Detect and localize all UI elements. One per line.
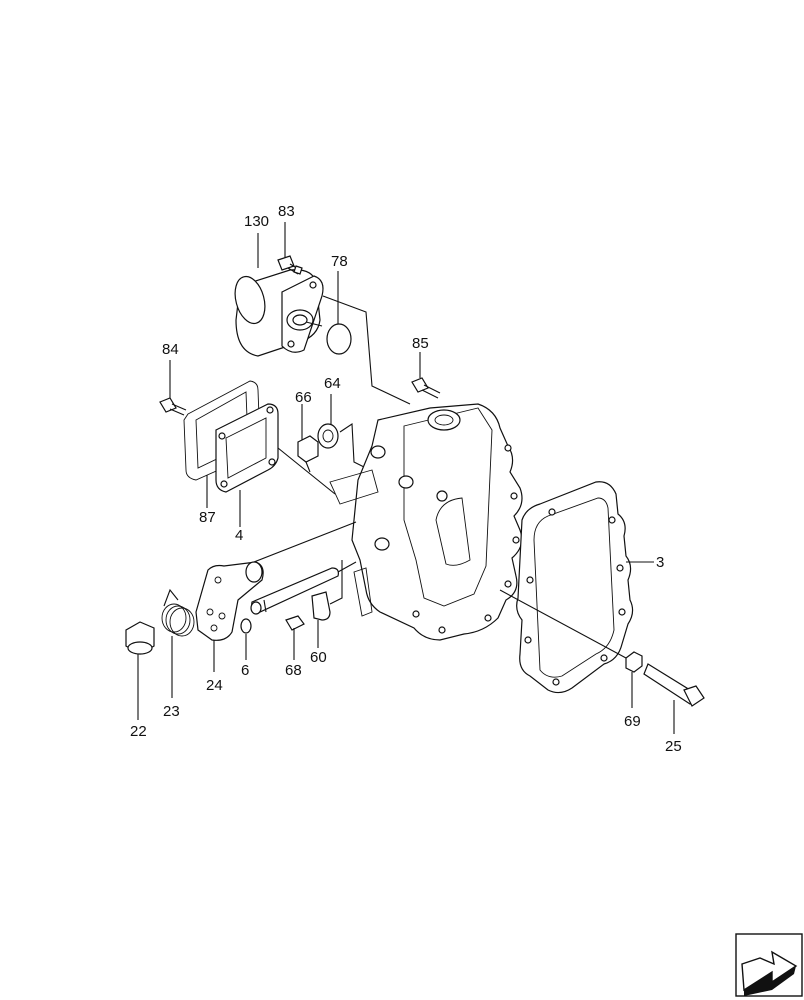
- bolt-84-part: [159, 397, 187, 416]
- shaft-part: [250, 567, 339, 615]
- label-85: 85: [412, 335, 429, 352]
- label-78: 78: [331, 253, 348, 270]
- label-60: 60: [310, 649, 327, 666]
- next-page-button[interactable]: [735, 933, 803, 997]
- label-84: 84: [162, 341, 179, 358]
- label-22: 22: [130, 723, 147, 740]
- lever-24-part: [195, 561, 264, 641]
- plug-22-part: [125, 621, 155, 655]
- next-page-arrow-icon: [741, 950, 798, 996]
- nut-69-part: [625, 651, 643, 673]
- o-ring-6-part: [240, 618, 252, 634]
- main-housing-part: [329, 403, 523, 641]
- bolt-85-part: [411, 377, 441, 399]
- label-64: 64: [324, 375, 341, 392]
- bolt-25-part: [643, 663, 705, 707]
- label-23: 23: [163, 703, 180, 720]
- spring-23-part: [161, 588, 195, 637]
- plug-66-part: [297, 435, 319, 473]
- label-68: 68: [285, 662, 302, 679]
- o-ring-78-part: [326, 323, 352, 355]
- label-6: 6: [241, 662, 249, 679]
- solenoid-part: [234, 269, 324, 357]
- label-4: 4: [235, 527, 243, 544]
- label-83: 83: [278, 203, 295, 220]
- bolt-68-part: [285, 615, 305, 636]
- label-24: 24: [206, 677, 223, 694]
- cover-plate-4-part: [215, 403, 279, 493]
- washer-64-part: [317, 423, 339, 449]
- label-87: 87: [199, 509, 216, 526]
- label-25: 25: [665, 738, 682, 755]
- label-3: 3: [656, 554, 664, 571]
- label-130: 130: [244, 213, 269, 230]
- bolt-83-part: [277, 255, 303, 275]
- clip-60-part: [311, 591, 331, 621]
- gasket-3-part: [516, 481, 634, 694]
- label-69: 69: [624, 713, 641, 730]
- label-66: 66: [295, 389, 312, 406]
